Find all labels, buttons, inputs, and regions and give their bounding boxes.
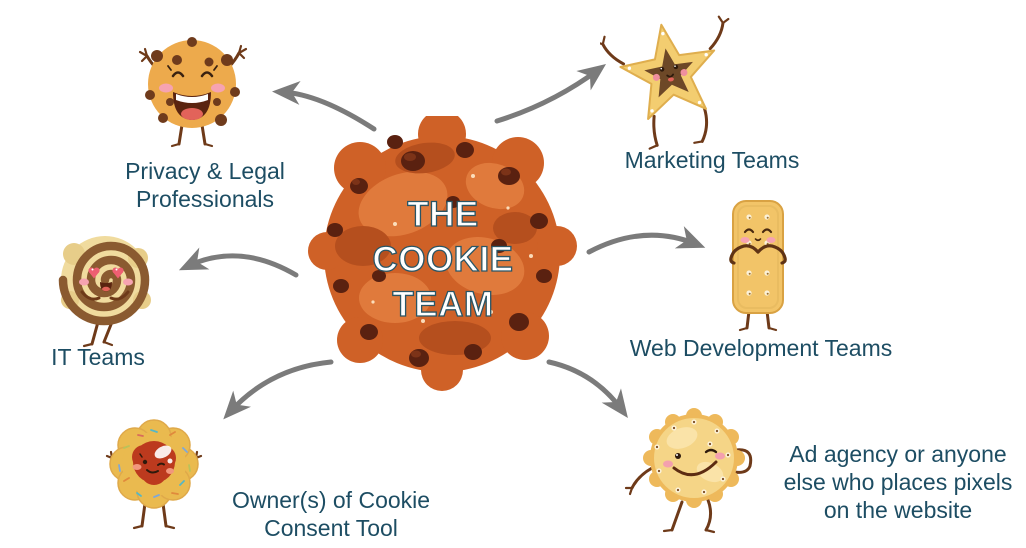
flower-jam-cookie-character — [105, 419, 203, 530]
label-line: Owner(s) of Cookie — [231, 487, 431, 513]
sugar-specks — [371, 174, 533, 323]
label-line: Professionals — [135, 186, 275, 212]
swirl-face — [79, 278, 133, 292]
arrow-to-it-teams — [178, 247, 299, 278]
label-owner-consent-tool: Owner(s) of Cookie Consent Tool — [221, 486, 441, 542]
flower-face — [132, 453, 174, 474]
cracker-holes — [654, 419, 731, 495]
arrow-to-marketing — [494, 64, 607, 124]
swirl-pattern — [58, 241, 150, 326]
label-line: Web Development Teams — [629, 335, 893, 361]
label-line: Marketing Teams — [624, 147, 800, 173]
title-line: TEAM — [392, 284, 494, 324]
label-it-teams: IT Teams — [28, 343, 168, 371]
rectangle-biscuit-character — [729, 200, 787, 332]
round-cracker-cookie-character — [624, 408, 753, 534]
star-cookie-character — [600, 15, 730, 150]
swirl-cookie-character — [58, 236, 151, 348]
cookie-face — [159, 65, 225, 120]
heart-eye — [88, 267, 100, 279]
crossed-arms — [729, 244, 787, 265]
label-line: Privacy & Legal — [125, 158, 285, 184]
center-title: THE COOKIE TEAM — [323, 192, 563, 327]
sprinkle-dots — [627, 31, 708, 113]
heart-eye — [112, 267, 124, 279]
cookie-highlights — [352, 153, 511, 358]
jam-center — [132, 441, 176, 485]
biscuit-face — [740, 228, 776, 243]
label-line: on the website — [823, 497, 973, 523]
label-line: Consent Tool — [264, 515, 398, 541]
label-privacy-legal: Privacy & Legal Professionals — [85, 157, 325, 213]
label-line: else who places pixels — [783, 469, 1013, 495]
label-web-development: Web Development Teams — [611, 334, 911, 362]
label-ad-agency: Ad agency or anyone else who places pixe… — [767, 440, 1026, 524]
sprinkles — [118, 429, 191, 498]
title-line: COOKIE — [372, 239, 514, 279]
label-line: Ad agency or anyone — [789, 441, 1007, 467]
title-line: THE — [407, 194, 479, 234]
chocolate-chip-cookie-character — [138, 37, 248, 148]
arrow-to-web-development — [586, 226, 706, 255]
label-line: IT Teams — [51, 344, 145, 370]
central-cookie-illustration — [308, 116, 577, 391]
label-marketing: Marketing Teams — [602, 146, 822, 174]
cracker-face — [663, 448, 725, 477]
star-face — [652, 64, 688, 82]
